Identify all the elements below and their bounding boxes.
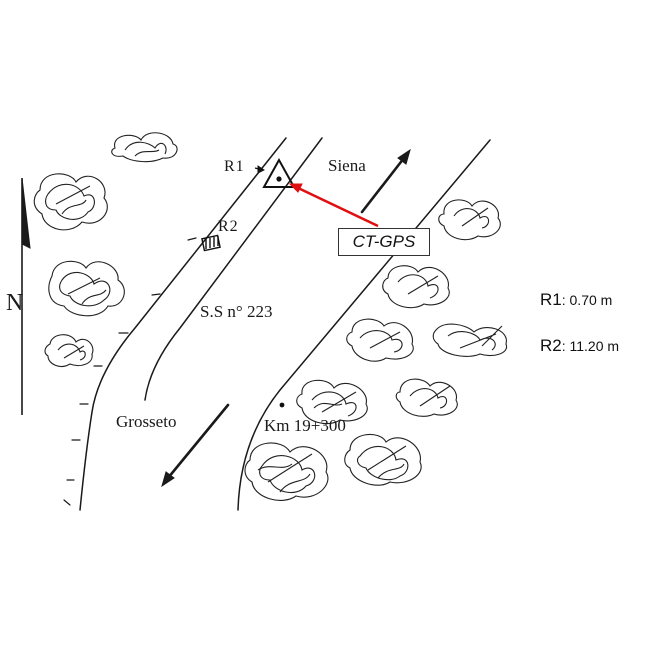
road-edge-west xyxy=(79,137,287,511)
tree-scribble xyxy=(438,199,501,241)
legend-r2: R2: 11.20 m xyxy=(540,336,619,356)
north-label: N xyxy=(6,290,24,316)
legend-r1-value: : 0.70 m xyxy=(561,292,613,308)
ct-gps-label: CT-GPS xyxy=(338,228,430,256)
road-edge-east xyxy=(237,139,491,511)
legend-r2-key: R2 xyxy=(540,336,562,355)
grosseto-label: Grosseto xyxy=(116,412,177,431)
r1-reference-triangle xyxy=(254,157,296,188)
legend-r2-value: : 11.20 m xyxy=(561,338,620,354)
kilometer-label: Km 19+300 xyxy=(264,416,346,435)
tree-scribble xyxy=(296,379,368,425)
siena-label: Siena xyxy=(328,156,366,175)
r1-marker-label: R1 xyxy=(224,158,245,175)
direction-arrow-grosseto xyxy=(166,403,230,480)
ct-gps-arrow xyxy=(288,183,379,228)
direction-arrow-grosseto-head xyxy=(161,471,175,488)
tree-scribble xyxy=(111,132,178,163)
tree-scribble xyxy=(344,433,422,486)
direction-arrow-siena xyxy=(360,156,406,214)
legend-r1-key: R1 xyxy=(540,290,562,309)
legend-r1: R1: 0.70 m xyxy=(540,290,612,310)
tree-scribble xyxy=(244,442,329,501)
direction-arrow-siena-head xyxy=(397,148,411,165)
tree-scribble xyxy=(44,334,94,367)
tree-scribble xyxy=(48,260,125,317)
road-lane-line xyxy=(144,137,323,401)
r2-reference-marker xyxy=(201,234,221,252)
tree-scribble xyxy=(33,173,108,231)
tree-scribble xyxy=(382,265,450,309)
r2-marker-label: R2 xyxy=(218,218,239,235)
road-name-label: S.S n° 223 xyxy=(200,302,273,321)
tree-scribble xyxy=(432,323,508,357)
north-arrow xyxy=(21,177,31,415)
tree-scribble xyxy=(395,378,458,417)
road-edge-ticks xyxy=(63,237,197,506)
tree-scribble xyxy=(346,318,414,362)
km-point-marker xyxy=(279,402,285,408)
